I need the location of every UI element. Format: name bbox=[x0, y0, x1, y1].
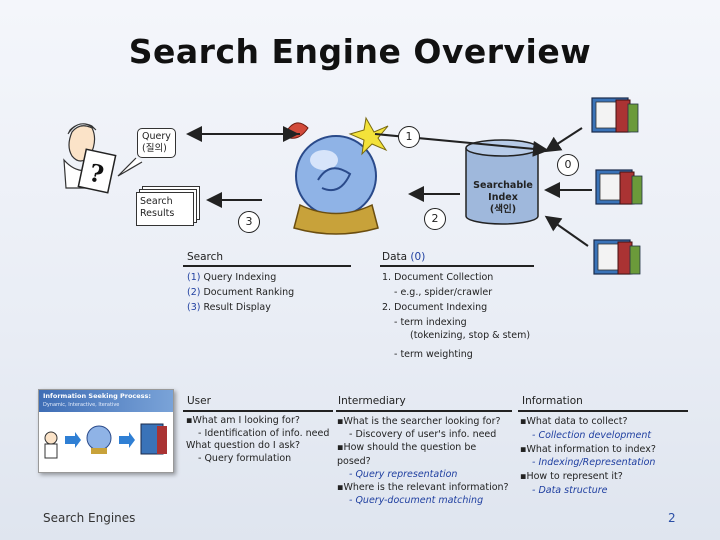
index-label: Searchable Index (색인) bbox=[466, 180, 540, 216]
step-1-badge: 1 bbox=[398, 126, 420, 148]
query-label: Query bbox=[142, 131, 171, 142]
isp-illustration-icon bbox=[44, 423, 167, 459]
intermediary-header: Intermediary bbox=[338, 395, 406, 407]
user-column: ▪What am I looking for? - Identification… bbox=[186, 415, 334, 465]
query-korean-label: (질의) bbox=[142, 143, 167, 154]
user-line: ▪What am I looking for? bbox=[186, 415, 300, 426]
intermediary-line: ▪Where is the relevant information? bbox=[337, 482, 509, 494]
isp-subtitle: Dynamic, Interactive, Iterative bbox=[43, 402, 120, 408]
user-header: User bbox=[187, 395, 211, 407]
intermediary-line: posed? bbox=[337, 455, 371, 467]
intermediary-line: - Query-document matching bbox=[349, 495, 484, 507]
intermediary-line: ▪How should the question be bbox=[337, 442, 477, 454]
data-line: - term indexing bbox=[394, 317, 467, 328]
search-item-text: Query Indexing bbox=[200, 272, 277, 283]
search-item: (1) Query Indexing bbox=[187, 270, 294, 285]
page-number: 2 bbox=[668, 511, 676, 525]
information-line: - Data structure bbox=[532, 484, 608, 496]
information-line: ▪What data to collect? bbox=[520, 416, 628, 427]
arrow-doc3-to-index bbox=[544, 215, 589, 247]
step-3-badge: 3 bbox=[238, 211, 260, 233]
search-item-text: Result Display bbox=[200, 302, 271, 313]
information-line: - Collection development bbox=[532, 429, 652, 441]
user-line: What question do I ask? bbox=[186, 440, 301, 451]
search-header: Search bbox=[187, 251, 224, 263]
data-line: (tokenizing, stop & stem) bbox=[410, 330, 531, 341]
intermediary-column: ▪What is the searcher looking for? - Dis… bbox=[337, 415, 515, 507]
information-header: Information bbox=[522, 395, 583, 407]
svg-text:?: ? bbox=[87, 158, 107, 189]
results-label: Results bbox=[140, 208, 175, 219]
slide-title: Search Engine Overview bbox=[128, 32, 592, 71]
search-divider bbox=[183, 265, 351, 267]
user-line: - Query formulation bbox=[198, 452, 292, 464]
search-results-box: Search Results bbox=[136, 192, 194, 226]
information-line: ▪How to represent it? bbox=[520, 471, 623, 483]
results-label: Search bbox=[140, 196, 173, 207]
information-line: ▪What information to index? bbox=[520, 443, 656, 455]
user-figure-icon: ? bbox=[63, 123, 117, 194]
data-list: 1. Document Collection - e.g., spider/cr… bbox=[382, 270, 530, 362]
index-korean-label: (색인) bbox=[489, 204, 517, 215]
intermediary-line: ▪What is the searcher looking for? bbox=[337, 416, 501, 427]
isp-banner: Information Seeking Process: Dynamic, In… bbox=[39, 390, 173, 412]
data-line: 1. Document Collection bbox=[382, 272, 494, 283]
intermediary-line: - Query representation bbox=[349, 468, 458, 480]
search-item-text: Document Ranking bbox=[200, 287, 295, 298]
information-line: - Indexing/Representation bbox=[532, 457, 656, 469]
data-header: Data (0) bbox=[382, 251, 425, 263]
query-bubble: Query (질의) bbox=[137, 128, 176, 158]
information-column: ▪What data to collect? - Collection deve… bbox=[520, 415, 690, 498]
data-line: - term weighting bbox=[394, 349, 473, 360]
search-item: (3) Result Display bbox=[187, 300, 294, 315]
data-divider bbox=[380, 265, 534, 267]
user-line: - Identification of info. need bbox=[198, 427, 330, 439]
step-0-badge: 0 bbox=[557, 154, 579, 176]
document-binder-icon bbox=[595, 169, 643, 205]
document-binder-icon bbox=[591, 97, 639, 133]
arrow-doc1-to-index bbox=[544, 127, 583, 153]
data-header-num: (0) bbox=[410, 251, 426, 263]
searchable-index-cylinder-icon bbox=[465, 139, 539, 225]
intermediary-divider bbox=[336, 410, 512, 412]
data-line: 2. Document Indexing bbox=[382, 302, 488, 313]
crystal-ball-icon bbox=[285, 116, 389, 235]
user-divider bbox=[183, 410, 333, 412]
document-binder-icon bbox=[593, 239, 641, 275]
isp-title: Information Seeking Process: bbox=[43, 392, 152, 400]
search-item-num: (2) bbox=[187, 287, 201, 298]
information-divider bbox=[518, 410, 688, 412]
search-list: (1) Query Indexing (2) Document Ranking … bbox=[187, 270, 294, 315]
data-line: - e.g., spider/crawler bbox=[394, 287, 493, 298]
footer-course-name: Search Engines bbox=[43, 511, 136, 525]
index-label-line: Searchable bbox=[473, 180, 533, 191]
search-item-num: (1) bbox=[187, 272, 201, 283]
data-header-text: Data bbox=[382, 251, 411, 263]
step-2-badge: 2 bbox=[424, 208, 446, 230]
info-seeking-process-image: Information Seeking Process: Dynamic, In… bbox=[38, 389, 174, 473]
search-item: (2) Document Ranking bbox=[187, 285, 294, 300]
index-label-line: Index bbox=[488, 192, 518, 203]
search-item-num: (3) bbox=[187, 302, 201, 313]
intermediary-line: - Discovery of user's info. need bbox=[349, 429, 497, 441]
